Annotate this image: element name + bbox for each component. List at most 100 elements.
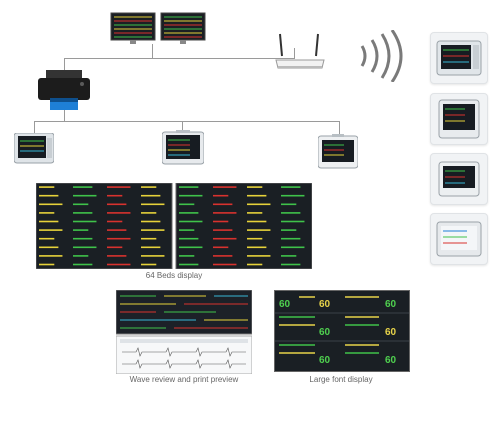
- bed-trace: [179, 263, 199, 266]
- connector-top-vertical: [152, 44, 153, 58]
- bed-trace: [179, 237, 199, 240]
- bed-trace: [107, 186, 131, 188]
- bed-trace: [39, 255, 63, 257]
- bed-trace: [247, 194, 267, 197]
- wave-review-screens: [115, 289, 253, 375]
- bed-trace: [247, 212, 263, 214]
- bed-trace: [107, 203, 127, 206]
- bed-trace: [247, 255, 271, 257]
- bed-trace: [107, 237, 131, 240]
- bed-trace: [107, 229, 127, 231]
- connector-router-vertical: [294, 48, 295, 59]
- bed-trace: [247, 186, 263, 188]
- large-value: 60: [319, 299, 331, 310]
- bed-trace: [39, 220, 59, 223]
- bed-trace: [73, 194, 97, 197]
- bed-trace: [107, 255, 127, 257]
- bed-trace: [247, 229, 271, 231]
- bed-trace: [73, 212, 93, 214]
- bed-trace: [141, 194, 161, 197]
- bed-trace: [179, 194, 203, 197]
- bed-trace: [39, 246, 59, 249]
- bed-trace: [141, 220, 161, 223]
- bed-trace: [39, 186, 55, 188]
- patient-monitor-icon: [430, 153, 488, 205]
- large-font-caption: Large font display: [309, 375, 373, 384]
- bed-trace: [141, 229, 165, 231]
- bed-trace: [247, 203, 271, 206]
- bed-trace: [141, 255, 165, 257]
- bed-trace: [213, 246, 229, 249]
- bed-trace: [107, 212, 131, 214]
- bed-trace: [73, 186, 93, 188]
- bed-trace: [107, 220, 123, 223]
- bed-trace: [213, 186, 237, 188]
- printer-icon: [36, 70, 92, 112]
- connector-mid-horizontal: [34, 121, 340, 122]
- bed-trace: [213, 237, 237, 240]
- patient-monitor-icon: [317, 134, 359, 170]
- bed-trace: [281, 194, 305, 197]
- bed-trace: [213, 194, 229, 197]
- bed-trace: [213, 220, 229, 223]
- bed-trace: [73, 203, 89, 206]
- bed-trace: [281, 229, 297, 231]
- bed-trace: [73, 229, 89, 231]
- patient-monitor-icon: [430, 93, 488, 145]
- bed-trace: [39, 212, 55, 214]
- bed-trace: [73, 220, 97, 223]
- bed-trace: [179, 246, 203, 249]
- large-value: 60: [385, 299, 397, 310]
- bed-trace: [213, 203, 233, 206]
- bed-trace: [281, 220, 305, 223]
- wireless-router-icon: [272, 32, 328, 72]
- bed-trace: [179, 203, 195, 206]
- bed-trace: [39, 263, 55, 266]
- large-value: 60: [319, 327, 331, 338]
- bed-trace: [141, 186, 157, 188]
- bed-trace: [141, 263, 157, 266]
- bed-trace: [73, 263, 93, 266]
- bed-trace: [247, 263, 263, 266]
- bed-trace: [213, 212, 237, 214]
- connector-top-horizontal: [64, 58, 294, 59]
- bed-trace: [213, 229, 233, 231]
- bed-trace: [281, 212, 301, 214]
- bed-trace: [281, 203, 297, 206]
- bed-trace: [281, 186, 301, 188]
- bed-trace: [179, 229, 195, 231]
- wifi-signal-icon: [354, 29, 410, 83]
- bed-trace: [247, 220, 267, 223]
- dual-monitor-workstation-icon: [110, 12, 206, 46]
- patient-monitor-icon: [161, 130, 205, 166]
- wave-review-caption: Wave review and print preview: [129, 375, 239, 384]
- bed-panel: [175, 182, 313, 270]
- bed-trace: [107, 246, 123, 249]
- bed-trace: [107, 263, 131, 266]
- beds-display-caption: 64 Beds display: [145, 271, 203, 280]
- bed-trace: [179, 212, 199, 214]
- patient-monitor-icon: [430, 32, 488, 84]
- connector-right-drop: [339, 121, 340, 135]
- bed-trace: [39, 203, 63, 206]
- bed-trace: [141, 212, 157, 214]
- bed-trace: [281, 255, 297, 257]
- bed-trace: [39, 194, 59, 197]
- bed-trace: [281, 263, 301, 266]
- large-value: 60: [279, 299, 291, 310]
- bed-trace: [73, 246, 97, 249]
- bed-panel: [35, 182, 173, 270]
- large-font-screen: 60 60 60 60 60 60 60: [274, 290, 410, 372]
- large-value: 60: [319, 355, 331, 366]
- bed-trace: [141, 237, 157, 240]
- bed-trace: [73, 255, 89, 257]
- patient-monitor-icon: [13, 132, 55, 165]
- bed-trace: [281, 237, 301, 240]
- bed-trace: [281, 246, 305, 249]
- bed-trace: [247, 246, 267, 249]
- bed-trace: [107, 194, 123, 197]
- connector-center-drop: [182, 121, 183, 135]
- large-value: 60: [385, 355, 397, 366]
- bed-trace: [179, 220, 203, 223]
- bed-trace: [213, 255, 233, 257]
